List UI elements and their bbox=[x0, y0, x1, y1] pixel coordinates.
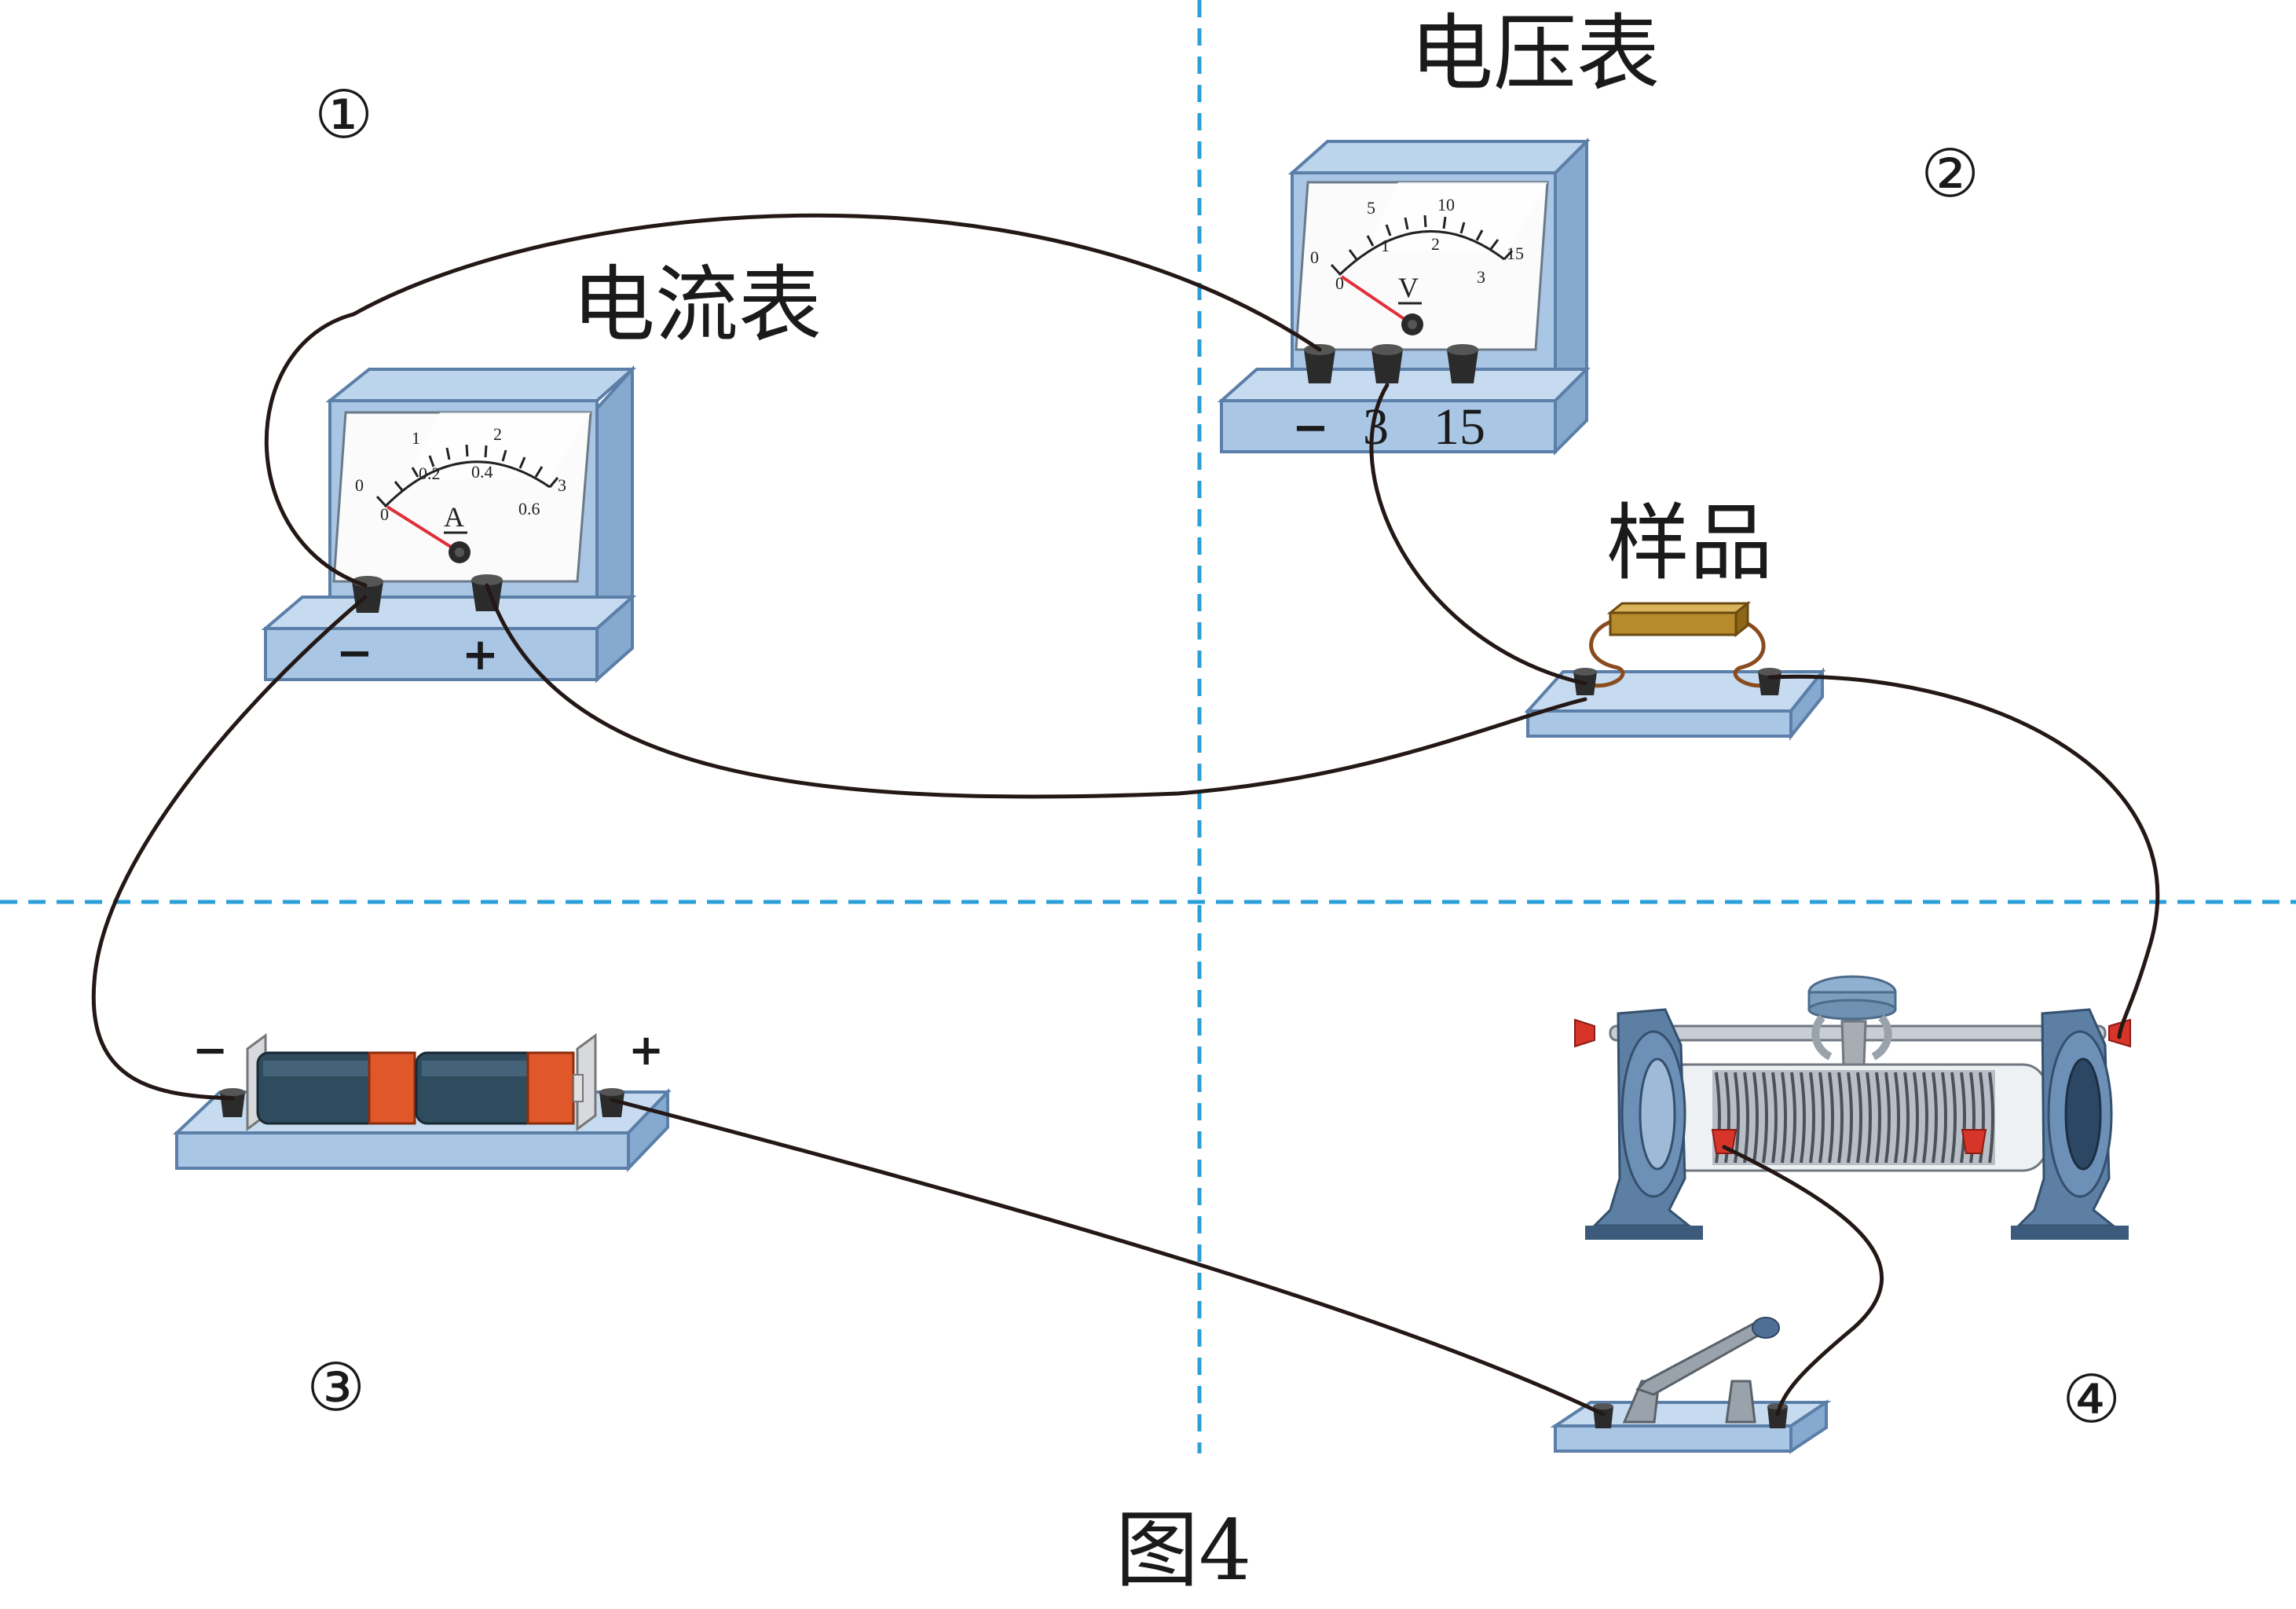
coil-winding bbox=[1960, 1072, 1966, 1164]
voltmeter-terminal-3[interactable] bbox=[1371, 344, 1403, 383]
battery-holder: − + bbox=[172, 1025, 672, 1172]
ammeter-scale-arc bbox=[383, 460, 551, 508]
ammeter-scale-inner-1: 0.2 bbox=[419, 464, 441, 483]
coil-winding bbox=[1818, 1072, 1825, 1164]
coil-winding bbox=[1837, 1072, 1844, 1164]
coil-winding bbox=[1866, 1072, 1872, 1164]
voltmeter-scale-outer-2: 10 bbox=[1437, 195, 1455, 214]
coil-winding bbox=[1922, 1072, 1928, 1164]
battery-plus-label: + bbox=[628, 1025, 664, 1075]
figure-caption: 图4 bbox=[1115, 1502, 1251, 1599]
ammeter-scale-outer-1: 1 bbox=[412, 428, 420, 448]
voltmeter-terminal-15[interactable] bbox=[1447, 344, 1478, 383]
ammeter-scale-outer-3: 3 bbox=[558, 475, 566, 495]
sample-block bbox=[1606, 602, 1752, 614]
quadrant-label-1: ① bbox=[314, 76, 373, 153]
voltmeter: 0 5 10 15 0 1 2 3 V − 3 15 bbox=[1217, 137, 1591, 456]
voltmeter-minus-label: − bbox=[1292, 402, 1329, 453]
ammeter-scale-outer-2: 2 bbox=[493, 424, 502, 444]
voltmeter-scale-inner-0: 0 bbox=[1335, 273, 1344, 293]
coil-winding bbox=[1828, 1072, 1834, 1164]
voltmeter-unit: V bbox=[1398, 272, 1419, 303]
coil-winding bbox=[1988, 1072, 1994, 1164]
battery-terminal-plus[interactable] bbox=[599, 1088, 624, 1117]
voltmeter-scale-inner-1: 1 bbox=[1381, 236, 1390, 255]
sample-title: 样品 bbox=[1606, 495, 1773, 592]
coil-winding bbox=[1847, 1072, 1853, 1164]
coil-winding bbox=[1809, 1072, 1815, 1164]
coil-winding bbox=[1932, 1072, 1938, 1164]
ammeter-minus-label: − bbox=[336, 628, 373, 679]
wire-voltmeter-3-to-sample bbox=[1369, 383, 1587, 686]
sample-holder bbox=[1524, 600, 1826, 741]
wire-ammeter-minus-to-voltmeter-minus bbox=[264, 213, 1322, 588]
coil-winding bbox=[1894, 1072, 1900, 1164]
coil-winding bbox=[1800, 1072, 1806, 1164]
knife-switch[interactable] bbox=[1550, 1317, 1832, 1454]
coil-winding bbox=[1950, 1072, 1957, 1164]
voltmeter-needle bbox=[1340, 275, 1414, 326]
switch-handle[interactable] bbox=[1752, 1317, 1780, 1339]
ammeter-plus-label: + bbox=[462, 629, 499, 680]
coil-winding bbox=[1875, 1072, 1881, 1164]
wire-rheostat-to-switch bbox=[1722, 1145, 1884, 1417]
rheostat-bottom-right-terminal[interactable] bbox=[1961, 1129, 1987, 1154]
rheostat-bottom-left-terminal[interactable] bbox=[1711, 1129, 1738, 1154]
coil-winding bbox=[1913, 1072, 1919, 1164]
coil-winding bbox=[1856, 1072, 1862, 1164]
voltmeter-scale-inner-2: 2 bbox=[1431, 234, 1440, 254]
ammeter-scale-inner-0: 0 bbox=[380, 504, 389, 524]
coil-winding bbox=[1762, 1072, 1768, 1164]
wire-battery-plus-to-switch bbox=[610, 1098, 1606, 1417]
ammeter-unit: A bbox=[444, 501, 464, 533]
ammeter-scale-ticks bbox=[375, 444, 559, 508]
ammeter-scale-inner-2: 0.4 bbox=[471, 462, 493, 482]
rheostat-coil-windings bbox=[1715, 1072, 1994, 1164]
coil-winding bbox=[1743, 1072, 1749, 1164]
voltmeter-scale-arc bbox=[1338, 229, 1505, 277]
coil-winding bbox=[1790, 1072, 1796, 1164]
coil-winding bbox=[1884, 1072, 1891, 1164]
rheostat-top-left-terminal[interactable] bbox=[1574, 1018, 1595, 1048]
sample-terminal-right[interactable] bbox=[1758, 668, 1782, 695]
coil-winding bbox=[1903, 1072, 1910, 1164]
coil-winding bbox=[1771, 1072, 1778, 1164]
wire-sample-to-rheostat bbox=[1767, 674, 2160, 1039]
wire-ammeter-minus-to-battery-minus bbox=[91, 595, 368, 1101]
voltmeter-scale-inner-3: 3 bbox=[1477, 267, 1485, 287]
wire-ammeter-plus-to-sample bbox=[485, 583, 1587, 799]
voltmeter-scale-ticks bbox=[1330, 214, 1514, 277]
voltmeter-scale-outer-3: 15 bbox=[1507, 244, 1524, 263]
coil-winding bbox=[1941, 1072, 1947, 1164]
ammeter-title: 电流表 bbox=[572, 257, 822, 354]
ammeter-scale-inner-3: 0.6 bbox=[518, 499, 540, 519]
ammeter-needle bbox=[386, 505, 461, 554]
coil-winding bbox=[1752, 1072, 1759, 1164]
voltmeter-scale-outer-0: 0 bbox=[1310, 247, 1319, 267]
quadrant-label-3: ③ bbox=[306, 1349, 365, 1426]
battery-terminal-minus[interactable] bbox=[220, 1088, 245, 1117]
quadrant-label-4: ④ bbox=[2062, 1361, 2121, 1438]
voltmeter-scale-outer-1: 5 bbox=[1367, 198, 1375, 218]
ammeter-terminal-plus[interactable] bbox=[471, 574, 503, 611]
ammeter-scale-outer-0: 0 bbox=[355, 475, 364, 495]
voltmeter-15-label: 15 bbox=[1434, 398, 1485, 456]
coil-winding bbox=[1781, 1072, 1787, 1164]
rheostat bbox=[1574, 975, 2131, 1240]
voltmeter-title: 电压表 bbox=[1410, 5, 1660, 102]
battery-minus-label: − bbox=[192, 1025, 228, 1075]
quadrant-label-2: ② bbox=[1921, 135, 1979, 212]
ammeter: 0 1 2 3 0 0.2 0.4 0.6 A − + bbox=[261, 365, 637, 684]
